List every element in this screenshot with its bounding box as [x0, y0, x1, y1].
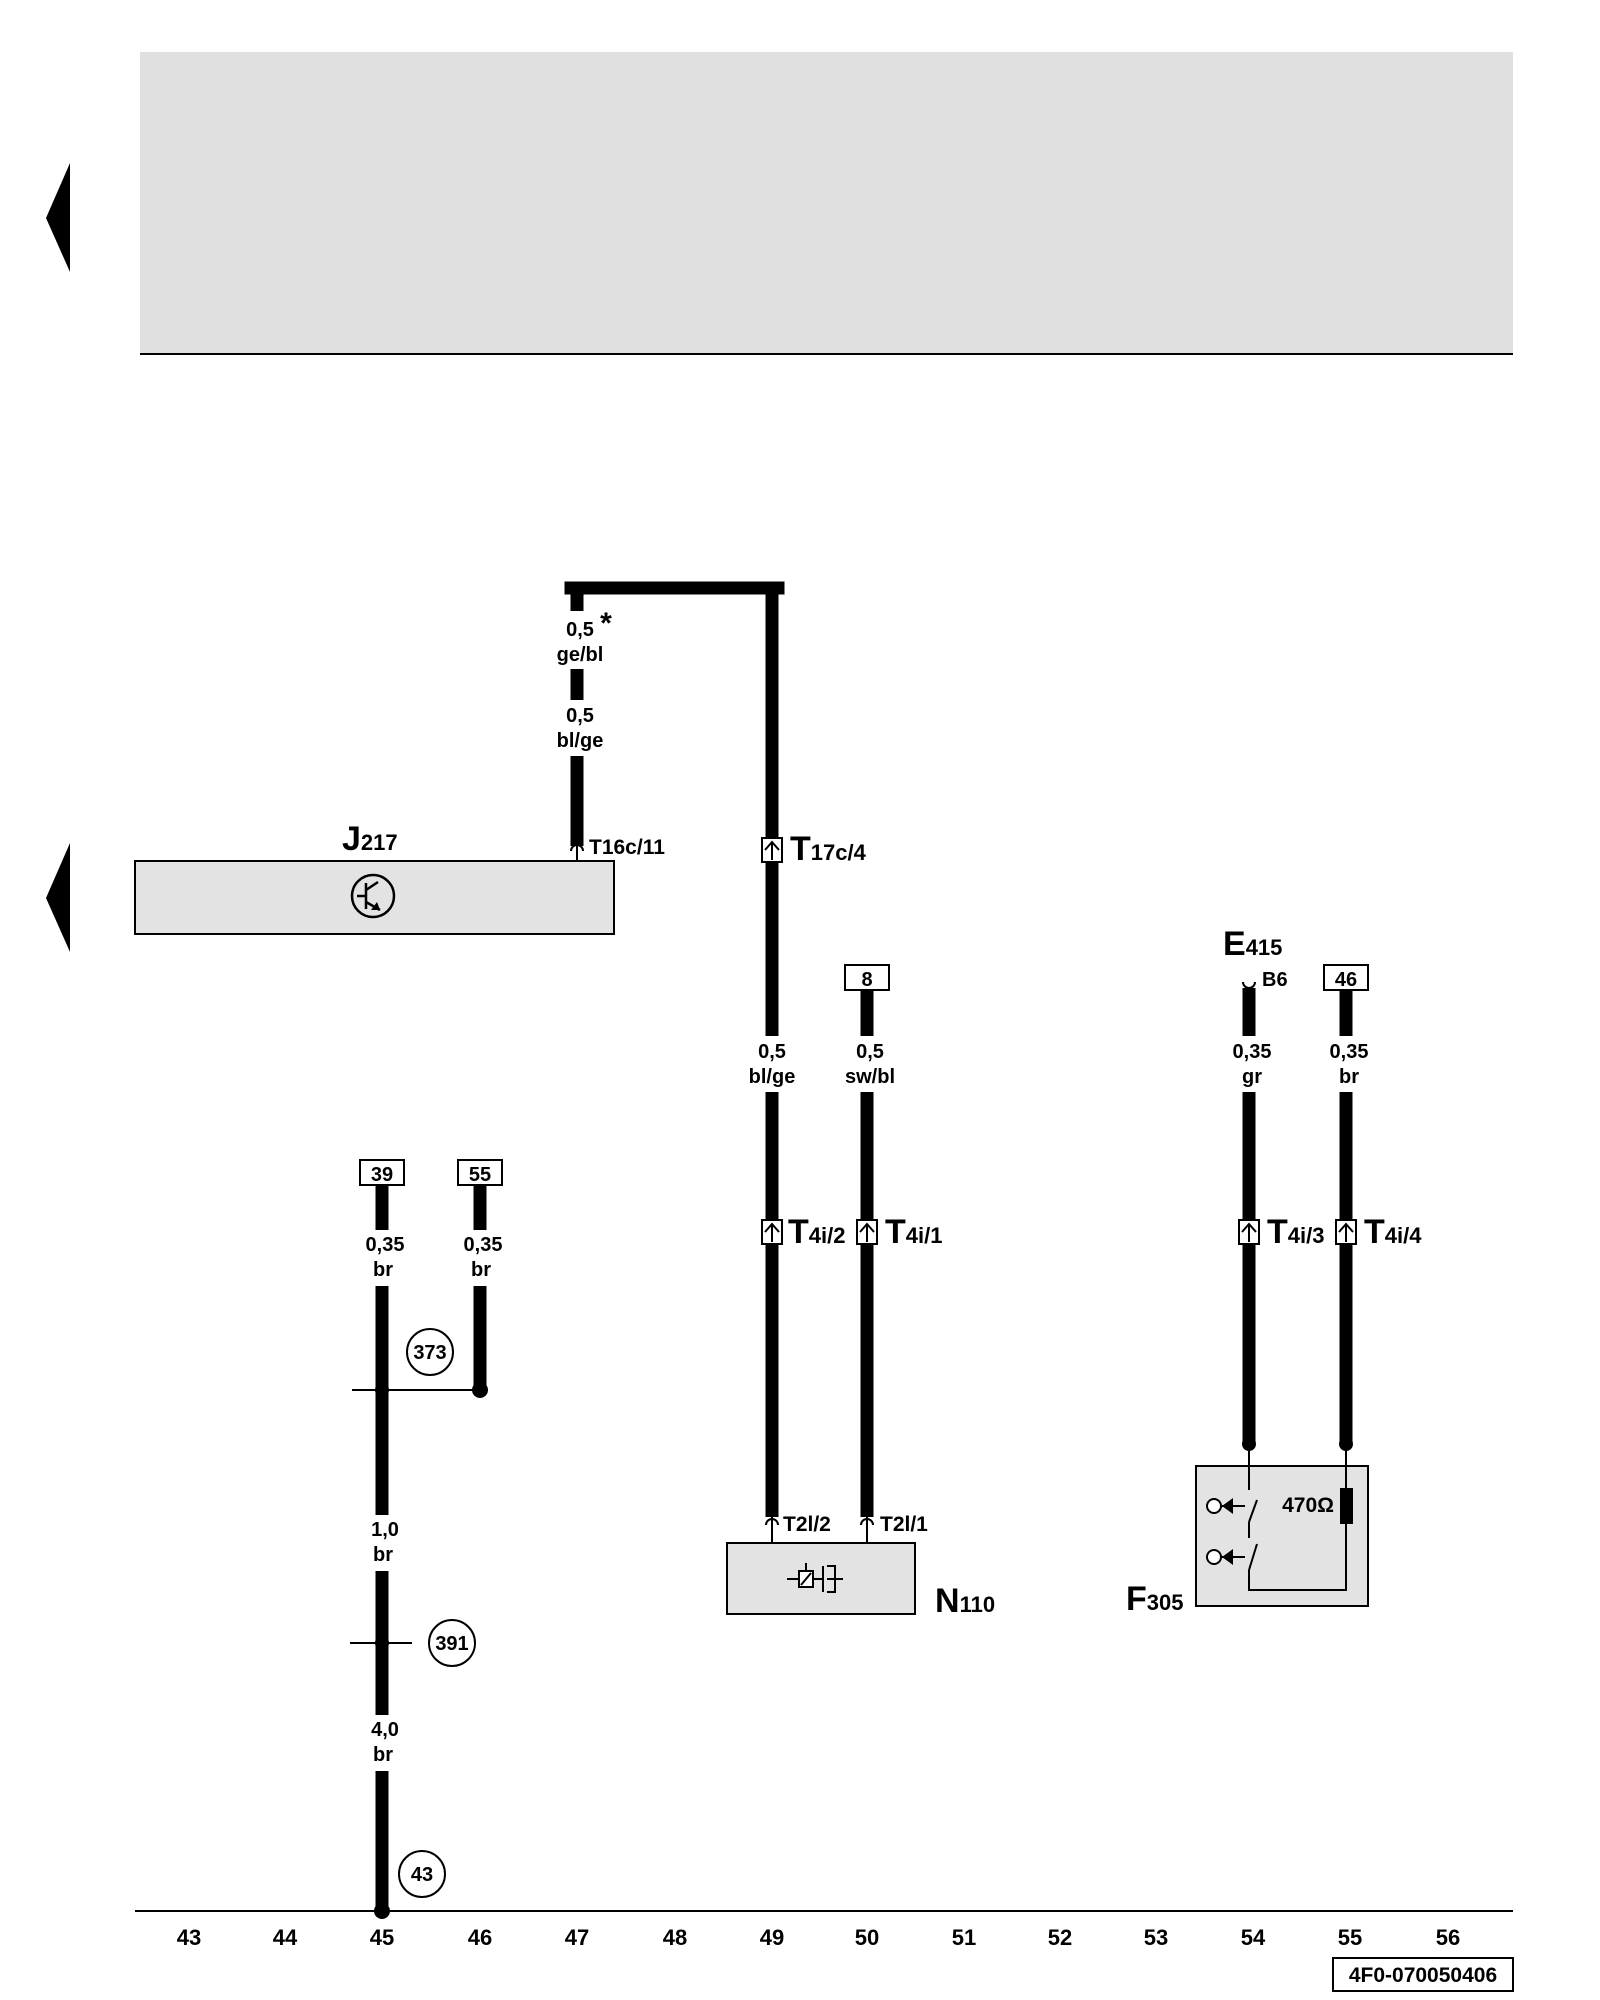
f305-resistor-label: 470Ω	[1282, 1494, 1334, 1517]
node-373-label: 373	[413, 1342, 446, 1364]
grid-numbers: 43 44 45 46 47 48 49 50 51 52 53 54 55 5…	[177, 1925, 1460, 1950]
wire-45-label-gap-mid	[345, 1515, 419, 1571]
grid-number: 56	[1436, 1925, 1460, 1950]
wire-45-mid-size: 1,0	[371, 1519, 399, 1541]
node-391-circle	[428, 1619, 476, 1667]
grid-number: 53	[1144, 1925, 1168, 1950]
wire-54-label-gap	[1212, 1036, 1286, 1092]
t4i3-label: T4i/3	[1267, 1213, 1324, 1251]
grid-number: 43	[177, 1925, 201, 1950]
n110-box	[726, 1542, 916, 1615]
wire-45-top-color: br	[373, 1259, 393, 1281]
ref-box-46	[1323, 964, 1369, 991]
wire-50-size: 0,5	[856, 1041, 884, 1063]
grid-number: 49	[760, 1925, 784, 1950]
grid-number: 44	[273, 1925, 298, 1950]
node-43-circle	[398, 1850, 446, 1898]
n110-pin-2: T2l/2	[783, 1513, 831, 1536]
wire-45-bot-color: br	[373, 1744, 393, 1766]
wire-47-upper-color: ge/bl	[557, 644, 604, 666]
wire-55-size: 0,35	[1330, 1041, 1369, 1063]
wire-45-label-gap-top	[345, 1230, 419, 1286]
j217-label: J217	[342, 820, 398, 858]
solenoid-valve-icon	[787, 1563, 843, 1593]
switch-arrow-icon	[1222, 1549, 1233, 1565]
grid-number: 47	[565, 1925, 589, 1950]
wire-46-size: 0,35	[464, 1234, 503, 1256]
plug-connector-icon	[761, 837, 783, 863]
junction-dot	[375, 1636, 389, 1650]
wire-47-lower-size: 0,5	[566, 705, 594, 727]
e415-pin-icon	[1242, 981, 1256, 989]
node-391-label: 391	[435, 1633, 468, 1655]
j217-box	[134, 860, 615, 935]
grid-number: 50	[855, 1925, 879, 1950]
wire-49-label-gap	[738, 1036, 808, 1092]
grid-number: 54	[1241, 1925, 1266, 1950]
prev-page-arrow-icon[interactable]	[46, 163, 70, 272]
resistor-icon	[1340, 1488, 1353, 1524]
junction-dot	[375, 1383, 389, 1397]
plug-connector-icon	[761, 1219, 783, 1245]
wire-54-size: 0,35	[1233, 1041, 1272, 1063]
n110-label: N110	[935, 1582, 995, 1620]
t4i1-label: T4i/1	[885, 1213, 942, 1251]
doc-id-box	[1332, 1957, 1514, 1992]
plug-connector-icon	[856, 1219, 878, 1245]
e415-label: E415	[1223, 925, 1282, 963]
grid-number: 46	[468, 1925, 492, 1950]
wire-45-mid-color: br	[373, 1544, 393, 1566]
f305-label: F305	[1126, 1580, 1184, 1618]
switch-contacts-icon	[1206, 1444, 1347, 1591]
doc-id-label: 4F0-070050406	[1349, 1964, 1497, 1987]
wire-45-top-size: 0,35	[366, 1234, 405, 1256]
grid-number: 52	[1048, 1925, 1072, 1950]
wire-47-star: *	[600, 607, 612, 640]
t17c4-label: T17c/4	[790, 830, 867, 868]
node-373-circle	[406, 1328, 454, 1376]
wire-54-color: gr	[1242, 1066, 1262, 1088]
pin-connector-icon	[860, 1517, 874, 1543]
header-band	[140, 52, 1513, 354]
pin-connector-icon	[570, 844, 584, 861]
e415-pin-label: B6	[1262, 969, 1288, 991]
wire-47-upper-size: 0,5	[566, 619, 594, 641]
f305-box	[1195, 1465, 1369, 1607]
grid-number: 55	[1338, 1925, 1362, 1950]
wire-47-lower-color: bl/ge	[557, 730, 604, 752]
transistor-symbol-icon	[350, 873, 396, 919]
wire-46-label-gap	[443, 1230, 517, 1286]
wire-47-label-gap-upper	[540, 611, 614, 669]
ref-8-label: 8	[861, 969, 872, 991]
plug-connector-icon	[1238, 1219, 1260, 1245]
ref-55-label: 55	[469, 1164, 491, 1186]
wire-55-color: br	[1339, 1066, 1359, 1088]
switch-arrow-icon	[1222, 1498, 1233, 1514]
wire-55-label-gap	[1309, 1036, 1383, 1092]
ref-46-label: 46	[1335, 969, 1357, 991]
wire-45-bot-size: 4,0	[371, 1719, 399, 1741]
wire-46-color: br	[471, 1259, 491, 1281]
wire-45-label-gap-bot	[345, 1715, 419, 1771]
wire-49-color: bl/ge	[749, 1066, 796, 1088]
t4i4-label: T4i/4	[1364, 1213, 1422, 1251]
pin-connector-icon	[765, 1517, 779, 1543]
junction-dot	[472, 1382, 488, 1398]
wire-50-label-gap	[830, 1036, 904, 1092]
node-43-label: 43	[411, 1864, 433, 1886]
plug-connector-icon	[1335, 1219, 1357, 1245]
wire-49-size: 0,5	[758, 1041, 786, 1063]
grid-number: 45	[370, 1925, 394, 1950]
grid-number: 48	[663, 1925, 687, 1950]
grid-number: 51	[952, 1925, 976, 1950]
prev-page-arrow-icon[interactable]	[46, 843, 70, 952]
j217-pin-label: T16c/11	[589, 836, 665, 859]
ref-39-label: 39	[371, 1164, 393, 1186]
t4i2-label: T4i/2	[788, 1213, 845, 1251]
wire-50-color: sw/bl	[845, 1066, 895, 1088]
n110-pin-1: T2l/1	[880, 1513, 928, 1536]
wire-47-label-gap-lower	[540, 700, 614, 756]
